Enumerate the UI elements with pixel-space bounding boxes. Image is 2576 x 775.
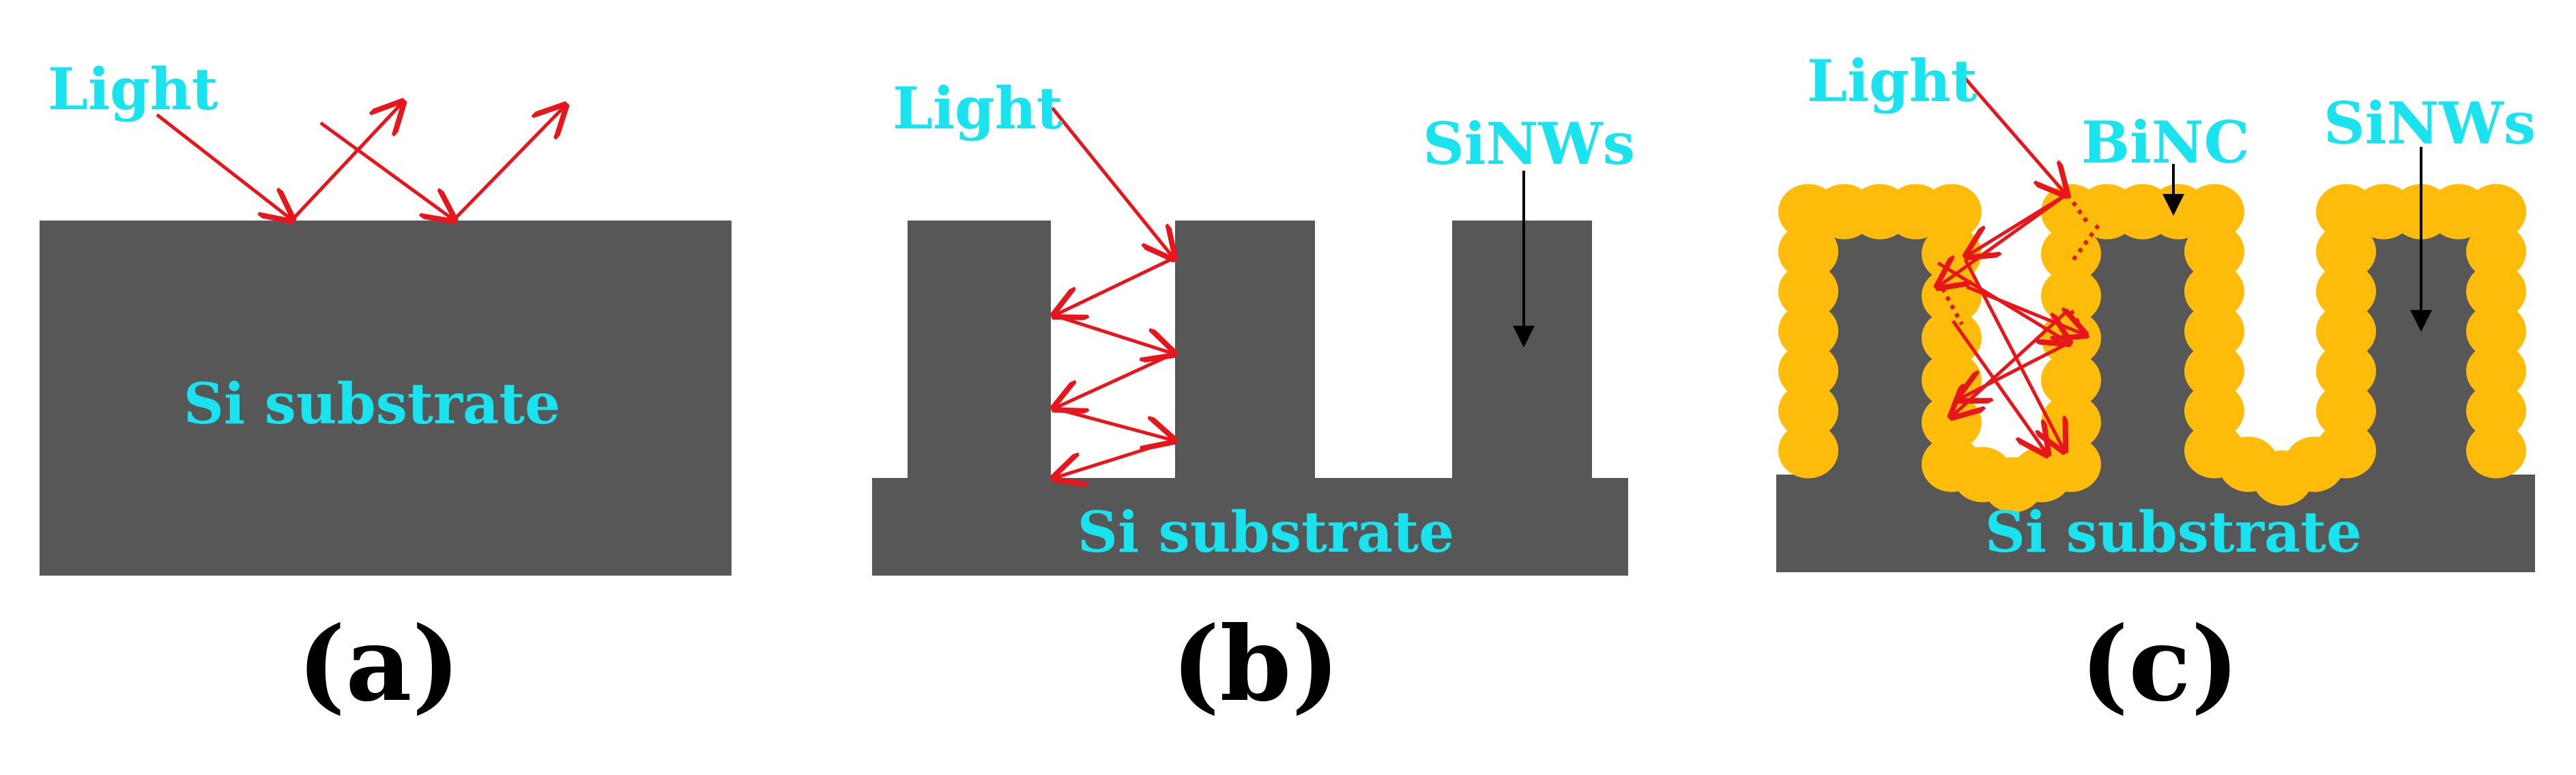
bi-nanocrystal-bead [2316,343,2376,399]
sinws-label: SiNWs [1423,110,1635,178]
bi-nanocrystal-bead [2316,383,2376,439]
panel-b: Light SiNWs Si substrate (b) [872,74,1635,724]
panel-caption: (c) [2080,604,2239,724]
light-label: Light [1807,47,1978,115]
bi-nanocrystal-bead [2466,184,2526,240]
nanowire [908,221,1051,480]
light-label: Light [893,74,1063,142]
bi-nanocrystal-bead [1778,423,1838,479]
bi-nanocrystal-bead [2041,352,2101,408]
bi-nanocrystal-bead [1778,383,1838,439]
trapped-light-rays [1938,77,2100,454]
bi-nanocrystal-bead [2184,343,2244,399]
binc-label: BiNC [2081,109,2250,176]
si-substrate-block [1776,475,2535,572]
panel-caption: (b) [1172,604,1340,724]
bi-nanocrystal-bead [2184,184,2244,240]
si-substrate-block [872,478,1628,576]
bi-nanocrystal-bead [1778,264,1838,320]
incident-light-rays [156,102,565,220]
bi-nanocrystal-bead [2466,343,2526,399]
bi-nanocrystal-bead [1922,310,1982,366]
bi-nanocrystal-bead [2316,223,2376,279]
substrate-label: Si substrate [1077,500,1454,565]
bi-nanocrystal-bead [2184,223,2244,279]
nanowire [1452,221,1592,480]
light-label: Light [48,55,218,123]
substrate-label: Si substrate [1985,500,2362,565]
bi-nanocrystal-bead [1778,223,1838,279]
bi-nanocrystal-bead [2316,423,2376,479]
nanowire [1175,221,1315,480]
bi-nanocrystal-bead [2466,383,2526,439]
bi-nanocrystal-bead [2316,264,2376,320]
bi-nanocrystal-bead [2184,383,2244,439]
sinws-label: SiNWs [2324,89,2536,157]
bi-nanocrystal-bead [2184,303,2244,359]
bi-nanocrystal-bead [2041,226,2101,282]
bi-nanocrystal-bead [2466,264,2526,320]
bi-nanocrystal-bead [2466,223,2526,279]
trapped-light-rays [1052,107,1174,478]
bi-nanocrystal-bead [1778,343,1838,399]
bi-nanocrystal-bead [2184,264,2244,320]
bi-nanocrystal-bead [2316,303,2376,359]
panel-c: Light BiNC SiNWs Si substrate (c) [1776,47,2536,724]
substrate-label: Si substrate [184,371,560,437]
bi-nanocrystal-bead [2466,423,2526,479]
bi-nanocrystal-bead [1778,303,1838,359]
panel-a: Light Si substrate (a) [40,55,732,724]
panel-caption: (a) [297,604,460,724]
si-substrate-block [40,221,732,576]
bi-nanocrystal-bead [2466,303,2526,359]
